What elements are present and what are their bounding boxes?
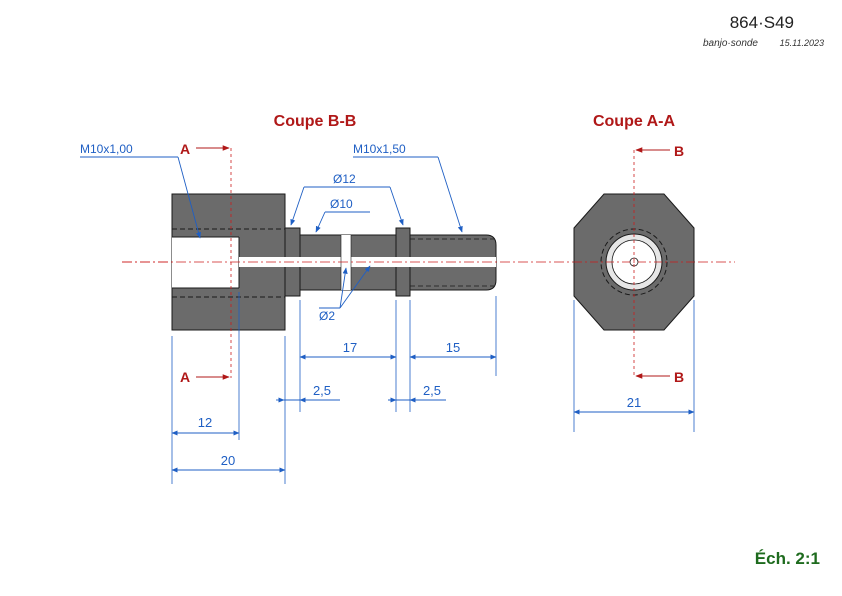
dim-21: 21 — [627, 395, 641, 410]
dim-20: 20 — [221, 453, 235, 468]
radial-hole — [341, 235, 351, 290]
part-number: 864·S49 — [730, 13, 794, 32]
cut-b-label-bottom: B — [674, 369, 684, 385]
dim-2-5-a: 2,5 — [313, 383, 331, 398]
dia-12-label: Ø12 — [333, 172, 356, 186]
thread-right-label: M10x1,50 — [353, 142, 406, 156]
dim-12: 12 — [198, 415, 212, 430]
dim-2-5-b: 2,5 — [423, 383, 441, 398]
cut-b-label-top: B — [674, 143, 684, 159]
scale-label: Éch. 2:1 — [755, 549, 820, 568]
axial-bore — [239, 257, 496, 267]
section-aa-title: Coupe A-A — [593, 113, 676, 130]
dim-17: 17 — [343, 340, 357, 355]
cut-a-label-bottom: A — [180, 369, 190, 385]
part-description: banjo·sonde — [703, 38, 758, 49]
thread-left-label: M10x1,00 — [80, 142, 133, 156]
drawing-date: 15.11.2023 — [780, 38, 824, 48]
dim-15: 15 — [446, 340, 460, 355]
dia-2-label: Ø2 — [319, 309, 335, 323]
dia-10-label: Ø10 — [330, 197, 353, 211]
section-bb-title: Coupe B-B — [274, 113, 357, 130]
threaded-bore — [172, 237, 239, 288]
cut-a-label-top: A — [180, 141, 190, 157]
